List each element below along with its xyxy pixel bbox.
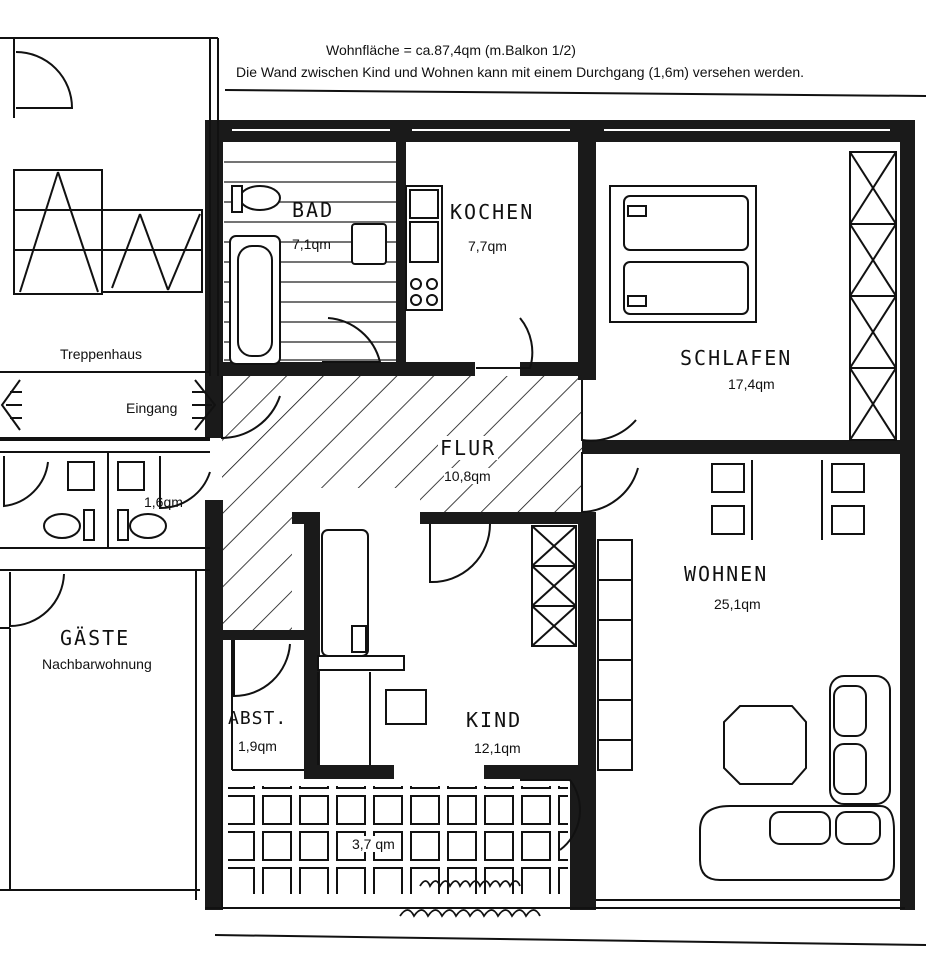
abst-label: ABST. [228, 708, 288, 729]
flur-area: 10,8qm [444, 468, 491, 484]
wc-area: 1,6qm [144, 494, 183, 510]
wohnen-label: WOHNEN [684, 562, 769, 586]
balkon-area: 3,7 qm [352, 836, 395, 852]
kind-area: 12,1qm [474, 740, 521, 756]
schlafen-area: 17,4qm [728, 376, 775, 392]
plants-sketch [399, 880, 541, 918]
wohnen-area: 25,1qm [714, 596, 761, 612]
schlafen-label: SCHLAFEN [680, 346, 793, 370]
bad-area: 7,1qm [292, 236, 331, 252]
bad-label: BAD [292, 198, 335, 222]
kochen-label: KOCHEN [450, 200, 535, 224]
staircase [13, 169, 203, 295]
gaeste-note: Nachbarwohnung [42, 656, 152, 672]
kind-wohnen-shelves [531, 525, 633, 771]
flur-hatching [222, 376, 582, 634]
thin-lines [0, 37, 926, 946]
abst-area: 1,9qm [238, 738, 277, 754]
gaeste-label: GÄSTE [60, 626, 131, 650]
header-area: Wohnfläche = ca.87,4qm (m.Balkon 1/2) [326, 42, 576, 58]
kind-label: KIND [466, 708, 523, 732]
kitchen-fixtures [405, 185, 443, 311]
wohnen-furniture [699, 460, 895, 881]
door-swings [3, 51, 639, 851]
balkon-tiles [228, 786, 568, 894]
header-note: Die Wand zwischen Kind und Wohnen kann m… [236, 64, 805, 80]
wc-fixtures [43, 452, 167, 548]
entrance-steps [0, 379, 217, 431]
kind-furniture [317, 529, 427, 725]
bad-fixtures [229, 185, 387, 365]
eingang-label: Eingang [126, 400, 178, 416]
treppenhaus-label: Treppenhaus [60, 346, 142, 362]
flur-label: FLUR [438, 436, 499, 460]
kochen-area: 7,7qm [468, 238, 507, 254]
schlafen-furniture [609, 151, 897, 441]
